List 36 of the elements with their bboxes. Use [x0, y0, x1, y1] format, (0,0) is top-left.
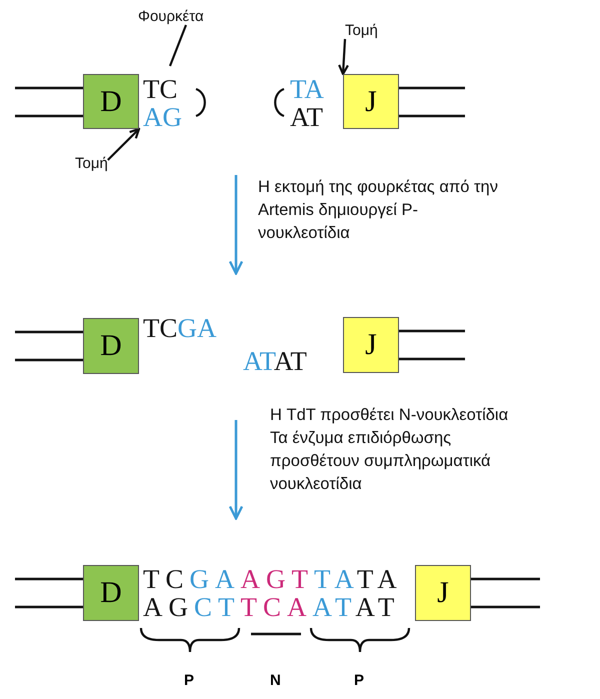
nucleotide-letters: TA [356, 564, 403, 594]
nucleotide-letters: TC [143, 74, 178, 104]
gene-segment-box: J [343, 74, 399, 129]
nucleotide-letters: AT [312, 592, 356, 622]
gene-segment-box: J [415, 565, 471, 621]
nucleotide-letters: AT [290, 102, 323, 132]
gene-segment-box: D [83, 565, 139, 621]
nucleotide-letters: TA [290, 74, 324, 104]
nucleotide-letters: AG [143, 592, 194, 622]
gene-segment-box: J [343, 317, 399, 373]
callout-text: Φουρκέτα [138, 8, 204, 25]
region-label: P [184, 672, 194, 689]
region-label: P [354, 672, 364, 689]
nucleotide-letters: TCA [240, 592, 313, 622]
gene-segment-box: D [83, 318, 139, 374]
region-label: N [270, 672, 281, 689]
gene-segment-box: D [83, 74, 139, 129]
step-description: Η TdT προσθέτει N-νουκλεοτίδια [270, 405, 510, 426]
nucleotide-letters: TA [314, 564, 357, 594]
callout-text: Τομή [75, 155, 108, 172]
leader-arrow [107, 128, 140, 161]
nucleotide-letters: AT [274, 346, 307, 376]
nucleotide-letters: TC [143, 564, 190, 594]
leader-line [168, 24, 188, 66]
nucleotide-letters: AT [243, 346, 274, 376]
leader-arrow [338, 38, 349, 76]
nucleotide-letters: AGT [240, 564, 314, 594]
nucleotide-letters: AG [143, 102, 182, 132]
callout-text: Τομή [345, 22, 378, 39]
step-description: Η εκτομή της φουρκέτας από την Artemis δημιουργεί P-νουκλεοτίδια [258, 177, 499, 244]
nucleotide-letters: TC [143, 313, 178, 343]
nucleotide-letters: GA [178, 313, 217, 343]
step-description: Τα ένζυμα επιδιόρθωσης προσθέτουν συμπληρωματικά νουκλεοτίδια [270, 428, 492, 495]
nucleotide-letters: CT [194, 592, 241, 622]
nucleotide-letters: AT [355, 592, 400, 622]
nucleotide-letters: GA [190, 564, 241, 594]
